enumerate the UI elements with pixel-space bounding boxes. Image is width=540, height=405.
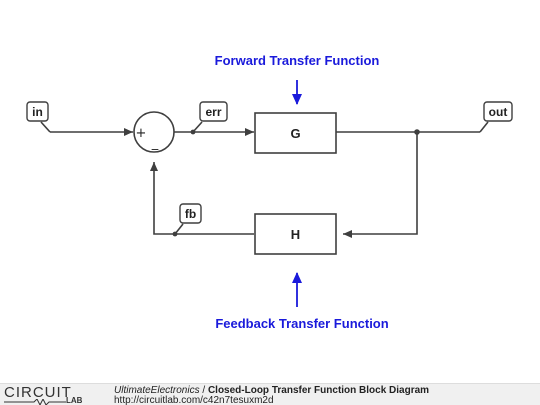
input-tag-label: in	[32, 105, 43, 119]
footer-user-link[interactable]: UltimateElectronics	[114, 385, 200, 396]
footer-circuit-name[interactable]: Closed-Loop Transfer Function Block Diag…	[207, 385, 430, 396]
circuitlab-logo[interactable]: CIRCUIT	[4, 384, 72, 401]
feedback-pickoff-wire	[343, 132, 418, 238]
circuitlab-logo-sub: LAB	[66, 396, 83, 405]
feedback-transfer-caption: Feedback Transfer Function	[215, 316, 388, 331]
feedback-return-wire	[150, 162, 254, 235]
feedback-block-label: H	[291, 227, 300, 242]
footer-circuit-title: UltimateElectronics / Closed-Loop Transf…	[114, 385, 429, 396]
output-junction-dot	[414, 129, 420, 135]
footer-url-link[interactable]: http://circuitlab.com/c42n7tesuxm2d	[114, 395, 274, 405]
summer-minus-sign: _	[151, 136, 159, 151]
output-tag-label: out	[489, 105, 508, 119]
input-node-tag[interactable]: in	[26, 101, 51, 133]
forward-block-label: G	[290, 126, 300, 141]
block-diagram: Forward Transfer Function Feedback Trans…	[26, 53, 513, 331]
error-tag-label: err	[205, 105, 221, 119]
output-node-tag[interactable]: out	[479, 101, 513, 133]
feedback-node-tag[interactable]: fb	[174, 203, 202, 235]
summer-plus-sign: +	[136, 126, 147, 141]
footer-bar: CIRCUIT LAB UltimateElectronics / Closed…	[0, 383, 540, 405]
summing-junction[interactable]	[133, 111, 175, 153]
feedback-tag-label: fb	[185, 207, 196, 221]
forward-transfer-caption: Forward Transfer Function	[215, 53, 380, 68]
error-node-tag[interactable]: err	[192, 101, 228, 133]
footer-separator: /	[199, 385, 208, 396]
forward-block-g[interactable]: G	[254, 112, 337, 154]
circuitlab-logo-wire-icon	[4, 399, 66, 405]
feedback-block-h[interactable]: H	[254, 213, 337, 255]
